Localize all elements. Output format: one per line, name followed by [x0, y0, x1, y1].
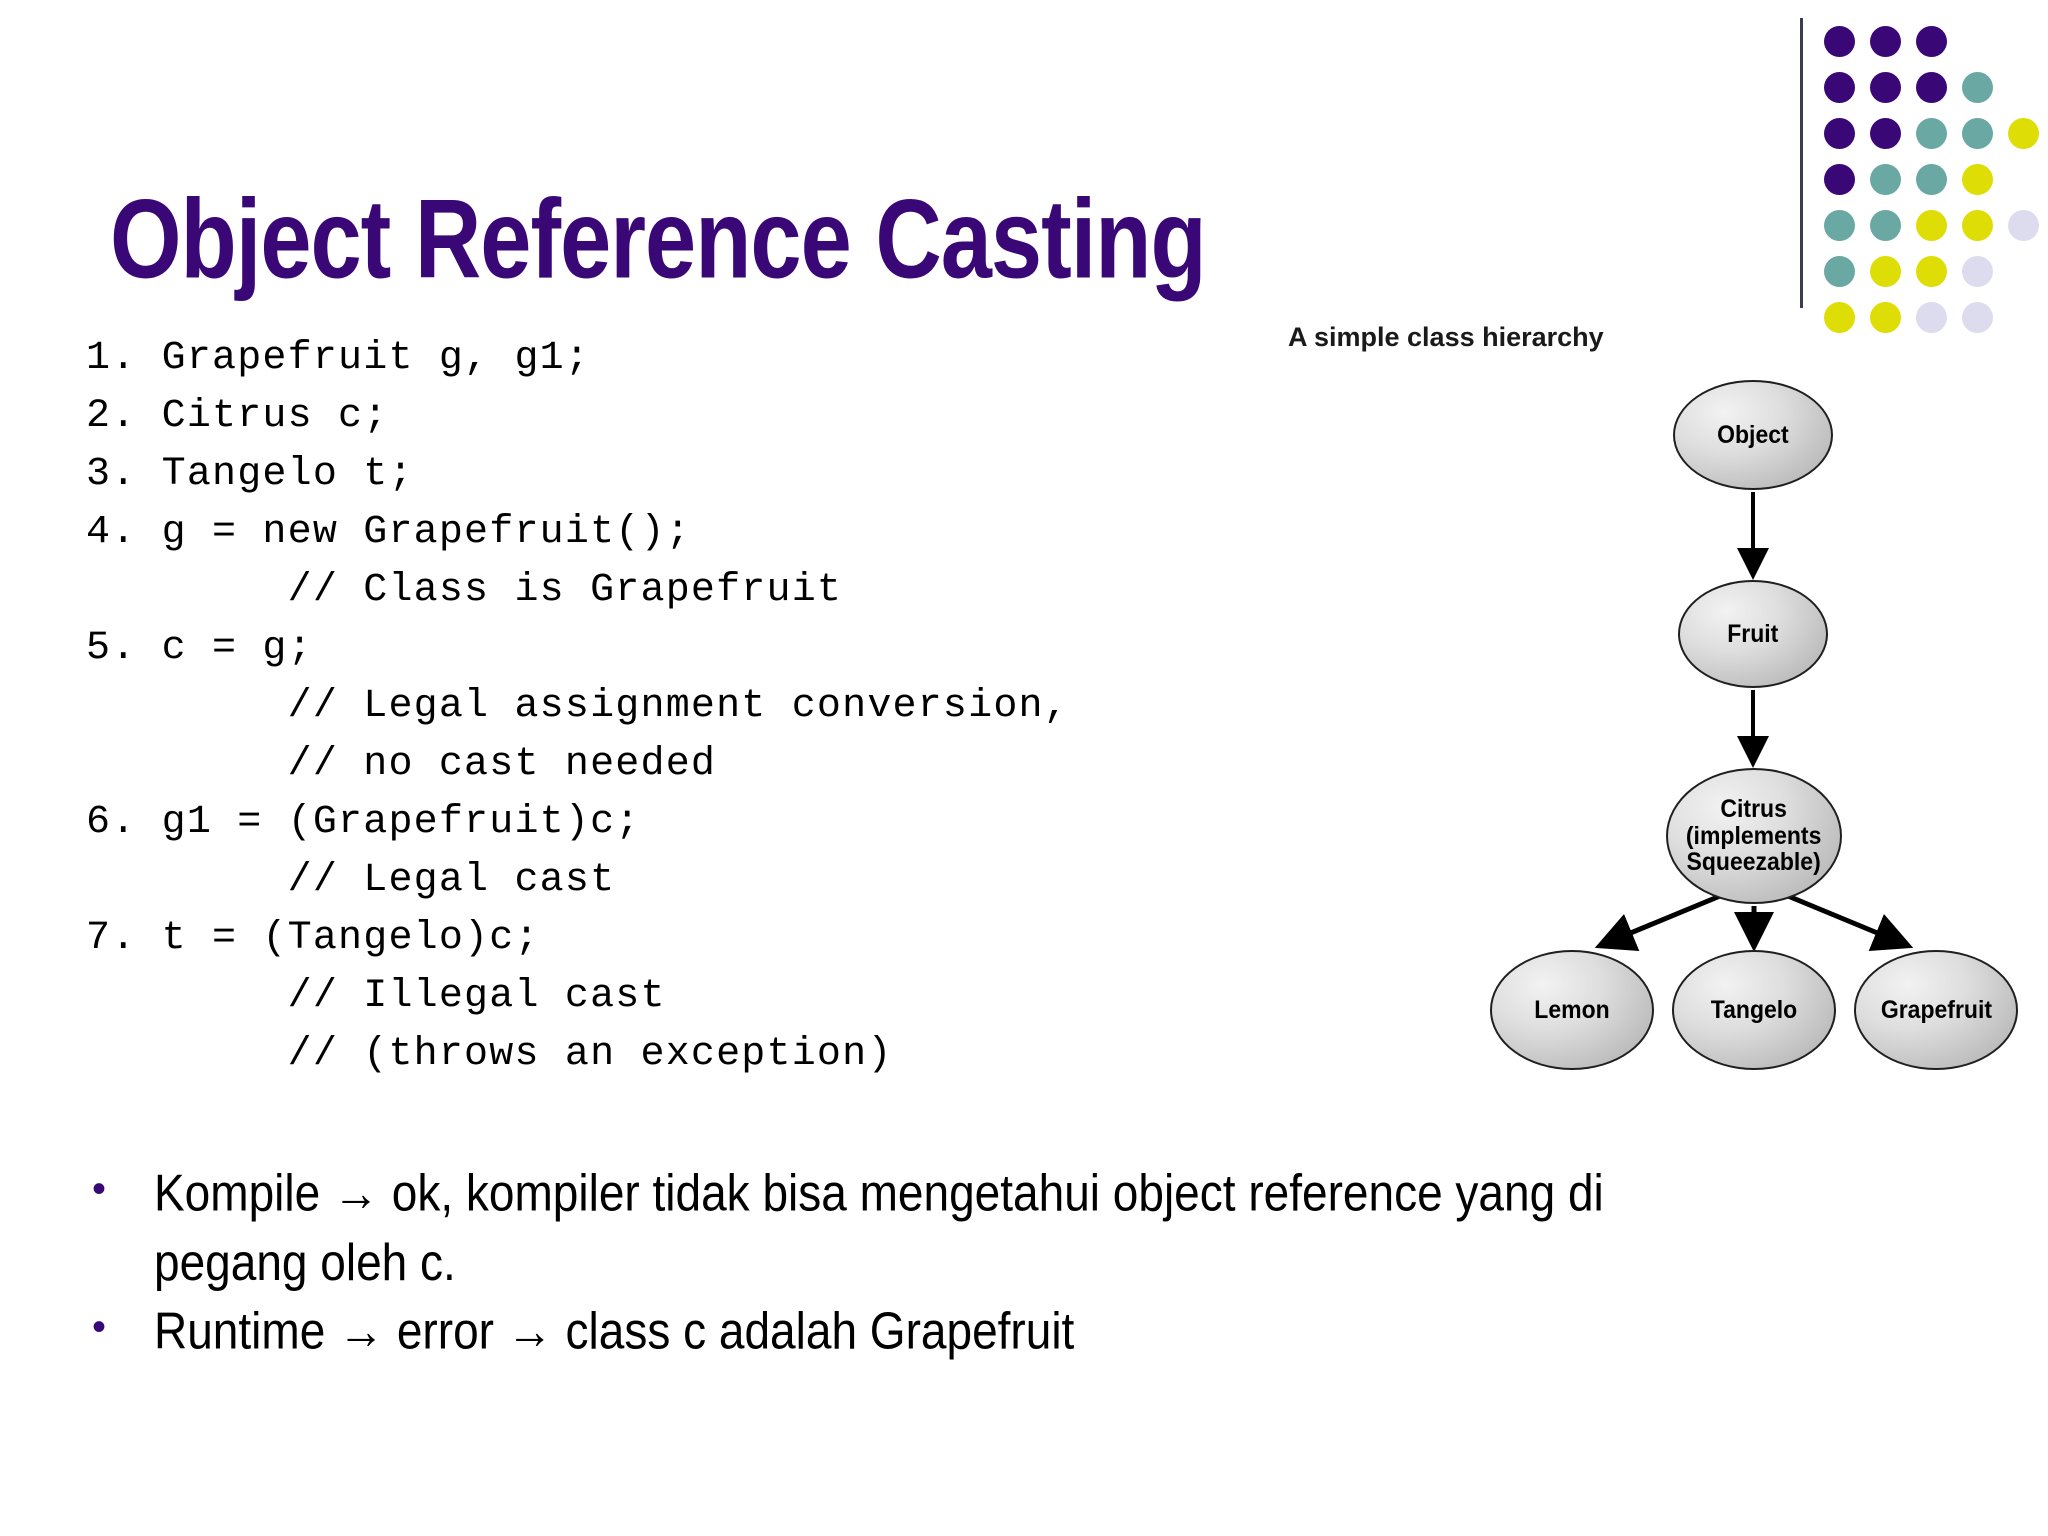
code-line: // Illegal cast — [86, 974, 666, 1019]
decorative-dot — [2008, 164, 2039, 195]
decorative-dot — [1962, 256, 1993, 287]
decorative-dot — [1916, 210, 1947, 241]
decorative-dot — [1870, 72, 1901, 103]
diagram-node-lemon: Lemon — [1490, 950, 1654, 1070]
code-line: 2. Citrus c; — [86, 394, 389, 439]
code-line: // Legal assignment conversion, — [86, 684, 1069, 729]
decorative-dot — [1962, 210, 1993, 241]
diagram-node-fruit: Fruit — [1678, 580, 1828, 688]
diagram-node-grapefruit: Grapefruit — [1854, 950, 2018, 1070]
diagram-node-grapefruit-label: Grapefruit — [1880, 995, 1992, 1024]
code-line: // Class is Grapefruit — [86, 568, 843, 613]
bullet-item: • Runtime → error → class c adalah Grapef… — [88, 1296, 1648, 1360]
diagram-node-citrus: Citrus (implements Squeezable) — [1666, 768, 1842, 904]
bullet-text: Runtime → error → class c adalah Grapefr… — [154, 1301, 1075, 1360]
bullet-item: • Kompile → ok, kompiler tidak bisa menge… — [88, 1158, 1648, 1292]
decorative-dot — [1962, 118, 1993, 149]
diagram-node-object-label: Object — [1717, 420, 1789, 449]
decorative-divider-line — [1800, 18, 1803, 308]
diagram-node-object: Object — [1673, 380, 1833, 490]
diagram-node-lemon-label: Lemon — [1534, 995, 1610, 1024]
decorative-dot — [2008, 72, 2039, 103]
code-line: // Legal cast — [86, 858, 616, 903]
decorative-dot — [1870, 256, 1901, 287]
code-line: 4. g = new Grapefruit(); — [86, 510, 691, 555]
decorative-dot — [1962, 164, 1993, 195]
decorative-dot — [1916, 72, 1947, 103]
decorative-dot — [1870, 210, 1901, 241]
decorative-dot — [1870, 26, 1901, 57]
citrus-label-line-3: Squeezable) — [1686, 848, 1822, 877]
diagram-node-tangelo: Tangelo — [1672, 950, 1836, 1070]
decorative-dot — [1824, 302, 1855, 333]
decorative-dot — [1916, 164, 1947, 195]
code-line: 5. c = g; — [86, 626, 313, 671]
decorative-dot — [1962, 72, 1993, 103]
code-listing: 1. Grapefruit g, g1; 2. Citrus c; 3. Tange… — [86, 330, 1069, 1084]
decorative-dot-grid — [1824, 26, 2046, 340]
bullet-list: • Kompile → ok, kompiler tidak bisa menge… — [88, 1158, 1648, 1372]
decorative-dot — [1824, 164, 1855, 195]
decorative-dot — [2008, 256, 2039, 287]
decorative-dot — [1916, 302, 1947, 333]
decorative-dot — [2008, 210, 2039, 241]
decorative-dot — [2008, 302, 2039, 333]
bullet-text: Kompile → ok, kompiler tidak bisa menget… — [154, 1163, 1604, 1292]
code-line: // no cast needed — [86, 742, 717, 787]
decorative-dot — [1824, 118, 1855, 149]
citrus-label-line-2: (implements — [1686, 821, 1822, 850]
bullet-marker-icon: • — [92, 1167, 107, 1211]
diagram-caption: A simple class hierarchy — [1288, 322, 1604, 352]
code-line: // (throws an exception) — [86, 1032, 893, 1077]
code-line: 6. g1 = (Grapefruit)c; — [86, 800, 641, 845]
diagram-edges — [1594, 492, 1914, 952]
decorative-dot — [2008, 26, 2039, 57]
decorative-dot — [2008, 118, 2039, 149]
bullet-marker-icon: • — [92, 1305, 107, 1349]
decorative-dot — [1824, 72, 1855, 103]
decorative-dot — [1824, 26, 1855, 57]
citrus-label-line-1: Citrus — [1720, 795, 1788, 824]
decorative-dot — [1962, 26, 1993, 57]
diagram-node-fruit-label: Fruit — [1727, 619, 1779, 648]
code-line: 1. Grapefruit g, g1; — [86, 336, 591, 381]
decorative-dot — [1870, 118, 1901, 149]
decorative-dot — [1916, 256, 1947, 287]
decorative-dot — [1870, 302, 1901, 333]
code-line: 3. Tangelo t; — [86, 452, 414, 497]
page-title: Object Reference Casting — [110, 177, 1207, 302]
class-hierarchy-diagram: Object Fruit Citrus (implements Squeezab… — [1470, 380, 2030, 1100]
decorative-dot — [1870, 164, 1901, 195]
decorative-dot — [1824, 256, 1855, 287]
diagram-node-citrus-label: Citrus (implements Squeezable) — [1686, 796, 1821, 876]
edge-citrus-grapefruit — [1787, 893, 1914, 952]
decorative-dot — [1916, 26, 1947, 57]
decorative-dot — [1962, 302, 1993, 333]
decorative-dot — [1824, 210, 1855, 241]
edge-citrus-lemon — [1594, 893, 1721, 952]
decorative-dot — [1916, 118, 1947, 149]
diagram-node-tangelo-label: Tangelo — [1710, 995, 1798, 1024]
code-line: 7. t = (Tangelo)c; — [86, 916, 540, 961]
